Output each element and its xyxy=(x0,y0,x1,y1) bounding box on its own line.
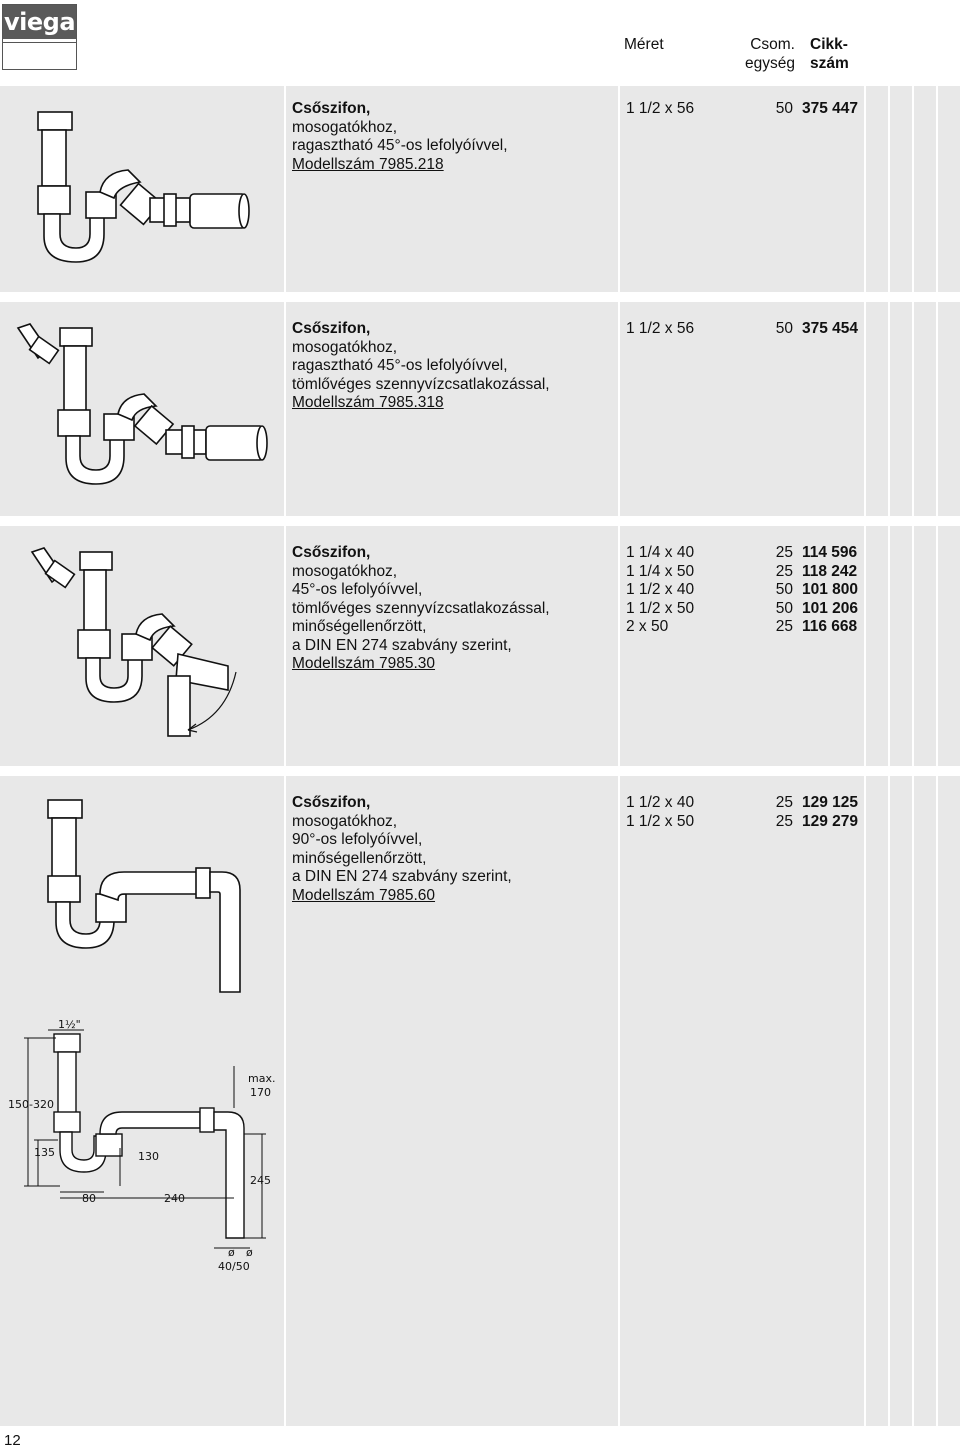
product-3-line: mosogatókhoz, xyxy=(292,562,398,580)
dim-label-80: 80 xyxy=(82,1192,96,1205)
product-2-title: Csőszifon, xyxy=(292,320,371,337)
product-4-line: a DIN EN 274 szabvány szerint, xyxy=(292,868,512,885)
product-1-line: ragasztható 45°-os lefolyóívvel, xyxy=(292,137,508,154)
product-2-line: ragasztható 45°-os lefolyóívvel, xyxy=(292,357,508,374)
product-4-size: 1 1/2 x 40 xyxy=(626,794,695,811)
product-4-line: mosogatókhoz, xyxy=(292,812,398,830)
product-4-qty: 25 xyxy=(775,812,793,830)
product-3-qty: 25 xyxy=(775,618,793,635)
product-1-size: 1 1/2 x 56 xyxy=(626,100,695,117)
product-1-title: Csőszifon, xyxy=(292,100,371,117)
product-3-line: a DIN EN 274 szabvány szerint, xyxy=(292,636,512,654)
product-2-description: Csőszifon, mosogatókhoz, ragasztható 45°… xyxy=(292,320,622,413)
header-pack-unit-2: egység xyxy=(745,55,795,72)
product-band-1 xyxy=(0,86,960,292)
product-3-line: minőségellenőrzött, xyxy=(292,618,427,635)
product-3-line: tömlővéges szennyvízcsatlakozással, xyxy=(292,599,550,617)
viega-logo: viega xyxy=(2,4,77,70)
siphon-7985-60-drawing xyxy=(47,799,241,993)
product-3-qty: 50 xyxy=(775,581,793,598)
dim-label-135: 135 xyxy=(34,1146,55,1159)
header-pack-unit-1: Csom. xyxy=(750,36,795,53)
product-2-line: mosogatókhoz, xyxy=(292,338,398,356)
product-1-qty: 50 xyxy=(775,100,793,117)
dim-label-245: 245 xyxy=(250,1174,271,1187)
product-4-line: minőségellenőrzött, xyxy=(292,849,427,867)
dim-label-height-range: 150-320 xyxy=(8,1098,54,1111)
product-1-article: 375 447 xyxy=(802,100,859,117)
product-4-title: Csőszifon, xyxy=(292,794,371,811)
dim-label-130: 130 xyxy=(138,1150,159,1163)
product-3-article: 116 668 xyxy=(802,618,858,635)
product-4-qty: 25 xyxy=(775,794,793,811)
product-3-description: Csőszifon, mosogatókhoz, 45°-os lefolyóí… xyxy=(292,544,622,674)
dim-label-diameter-2: ø xyxy=(246,1246,253,1259)
logo-divider xyxy=(3,42,76,43)
siphon-dimension-drawing: 1½" 150-320 max. 170 135 130 245 80 240 … xyxy=(8,1018,275,1273)
siphon-7985-30-drawing xyxy=(30,547,237,737)
product-3-article: 101 800 xyxy=(802,581,859,598)
product-3-title: Csőszifon, xyxy=(292,544,371,561)
siphon-7985-318-drawing xyxy=(16,323,268,485)
product-3-qty: 50 xyxy=(775,599,793,617)
product-3-article: 118 242 xyxy=(802,562,858,580)
header-article-2: szám xyxy=(810,55,849,72)
product-4-description: Csőszifon, mosogatókhoz, 90°-os lefolyóí… xyxy=(292,794,622,905)
dim-label-diameter-1: ø xyxy=(228,1246,235,1259)
product-1-description: Csőszifon, mosogatókhoz, ragasztható 45°… xyxy=(292,100,622,174)
dim-label-170: 170 xyxy=(250,1086,271,1099)
dim-label-inch: 1½" xyxy=(58,1018,81,1031)
product-2-size: 1 1/2 x 56 xyxy=(626,320,695,337)
product-4-article: 129 125 xyxy=(802,794,859,811)
product-3-line: 45°-os lefolyóívvel, xyxy=(292,581,423,598)
product-4-article: 129 279 xyxy=(802,812,859,830)
page-number: 12 xyxy=(4,1432,21,1449)
product-3-qty: 25 xyxy=(775,544,793,561)
product-3-size: 1 1/2 x 50 xyxy=(626,599,695,617)
product-2-line: tömlővéges szennyvízcsatlakozással, xyxy=(292,375,550,393)
product-4-line: 90°-os lefolyóívvel, xyxy=(292,831,423,848)
product-1-model-link[interactable]: Modellszám 7985.218 xyxy=(292,155,444,173)
product-2-model-link[interactable]: Modellszám 7985.318 xyxy=(292,394,444,411)
product-2-article: 375 454 xyxy=(802,320,859,337)
product-3-article: 114 596 xyxy=(802,544,858,561)
product-3-model-link[interactable]: Modellszám 7985.30 xyxy=(292,655,436,672)
dim-label-max: max. xyxy=(248,1072,275,1085)
product-3-size: 1 1/4 x 50 xyxy=(626,562,695,580)
product-3-article: 101 206 xyxy=(802,599,859,617)
dim-label-240: 240 xyxy=(164,1192,185,1205)
header-size: Méret xyxy=(624,36,664,53)
product-3-qty: 25 xyxy=(775,562,793,580)
logo-wordmark: viega xyxy=(3,5,76,39)
product-3-size: 1 1/4 x 40 xyxy=(626,544,695,561)
product-4-size: 1 1/2 x 50 xyxy=(626,812,695,830)
header-article-1: Cikk- xyxy=(810,36,848,53)
product-3-size: 2 x 50 xyxy=(626,618,669,635)
product-4-model-link[interactable]: Modellszám 7985.60 xyxy=(292,886,436,904)
dim-label-40-50: 40/50 xyxy=(218,1260,250,1273)
product-band-2 xyxy=(0,302,960,516)
product-3-size: 1 1/2 x 40 xyxy=(626,581,695,598)
product-2-qty: 50 xyxy=(775,320,793,337)
product-1-line: mosogatókhoz, xyxy=(292,118,398,136)
siphon-7985-218-drawing xyxy=(37,111,250,263)
